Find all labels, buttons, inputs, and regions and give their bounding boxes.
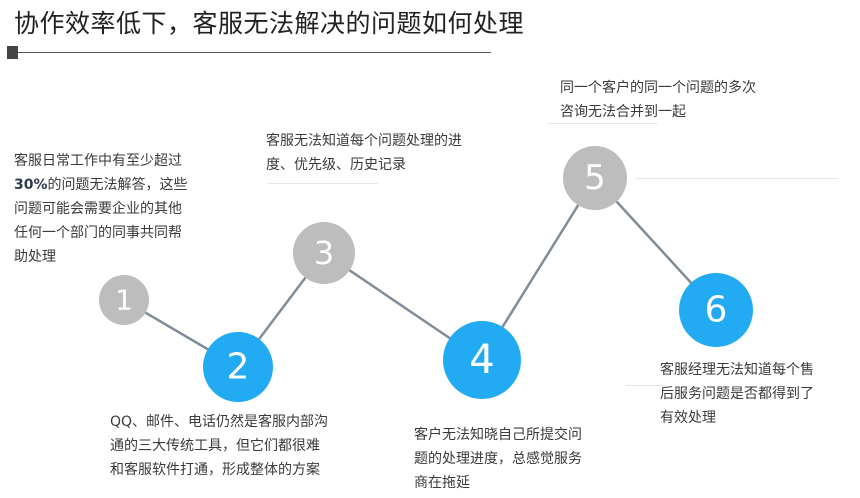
- description-1-line-2-text: 的问题无法解答，这些: [47, 177, 188, 193]
- description-5-line-1: 同一个客户的同一个问题的多次: [560, 80, 756, 96]
- node-2-circle: [203, 332, 273, 402]
- description-5: 同一个客户的同一个问题的多次 咨询无法合并到一起: [560, 76, 756, 124]
- percentage-highlight: 30%: [14, 177, 48, 193]
- description-1-line-5: 助处理: [14, 249, 56, 265]
- node-2: 2: [203, 332, 273, 402]
- decor-rule-3: [268, 183, 378, 184]
- description-3-line-1: 客服无法知道每个问题处理的进: [266, 133, 462, 149]
- node-3-label: 3: [314, 234, 334, 272]
- description-2: QQ、邮件、电话仍然是客服内部沟 通的三大传统工具，但它们都很难 和客服软件打通…: [110, 410, 328, 482]
- node-6: 6: [679, 273, 753, 347]
- description-6: 客服经理无法知道每个售 后服务问题是否都得到了 有效处理: [660, 358, 814, 430]
- description-4-line-1: 客户无法知晓自己所提交问: [414, 427, 582, 443]
- description-4-line-3: 商在拖延: [414, 475, 470, 491]
- description-4: 客户无法知晓自己所提交问 题的处理进度，总感觉服务 商在拖延: [414, 423, 582, 495]
- decor-rule-5b: [636, 178, 838, 179]
- title-underline: [7, 52, 491, 53]
- description-2-line-3: 和客服软件打通，形成整体的方案: [110, 462, 320, 478]
- node-4: 4: [443, 321, 521, 399]
- connector-lines: [123, 177, 717, 369]
- description-6-line-3: 有效处理: [660, 410, 716, 426]
- node-2-label: 2: [227, 347, 250, 388]
- node-5-circle: [563, 146, 627, 210]
- description-1-line-3: 问题可能会需要企业的其他: [14, 201, 182, 217]
- description-6-line-1: 客服经理无法知道每个售: [660, 362, 814, 378]
- description-2-line-1: QQ、邮件、电话仍然是客服内部沟: [110, 414, 329, 430]
- node-4-circle: [443, 321, 521, 399]
- node-3-circle: [293, 222, 355, 284]
- page-title: 协作效率低下，客服无法解决的问题如何处理: [14, 9, 525, 38]
- node-5: 5: [563, 146, 627, 210]
- decor-rule-6: [626, 385, 666, 386]
- node-1-label: 1: [115, 284, 133, 317]
- node-6-circle: [679, 273, 753, 347]
- description-3: 客服无法知道每个问题处理的进 度、优先级、历史记录: [266, 129, 462, 177]
- title-marker: [7, 46, 18, 59]
- node-3: 3: [293, 222, 355, 284]
- node-1-circle: [99, 275, 149, 325]
- decor-rule-5: [548, 123, 658, 124]
- description-3-line-2: 度、优先级、历史记录: [266, 157, 406, 173]
- description-6-line-2: 后服务问题是否都得到了: [660, 386, 814, 402]
- node-5-label: 5: [584, 158, 606, 198]
- description-1: 客服日常工作中有至少超过 30%的问题无法解答，这些 问题可能会需要企业的其他 …: [14, 149, 188, 269]
- node-4-label: 4: [469, 337, 494, 383]
- description-4-line-2: 题的处理进度，总感觉服务: [414, 451, 582, 467]
- description-2-line-2: 通的三大传统工具，但它们都很难: [110, 438, 320, 454]
- description-5-line-2: 咨询无法合并到一起: [560, 104, 686, 120]
- description-1-line-4: 任何一个部门的同事共同帮: [14, 225, 182, 241]
- description-1-line-1: 客服日常工作中有至少超过: [14, 153, 182, 169]
- node-1: 1: [99, 275, 149, 325]
- node-6-label: 6: [705, 290, 728, 331]
- description-1-line-2: 30%的问题无法解答，这些: [14, 173, 188, 197]
